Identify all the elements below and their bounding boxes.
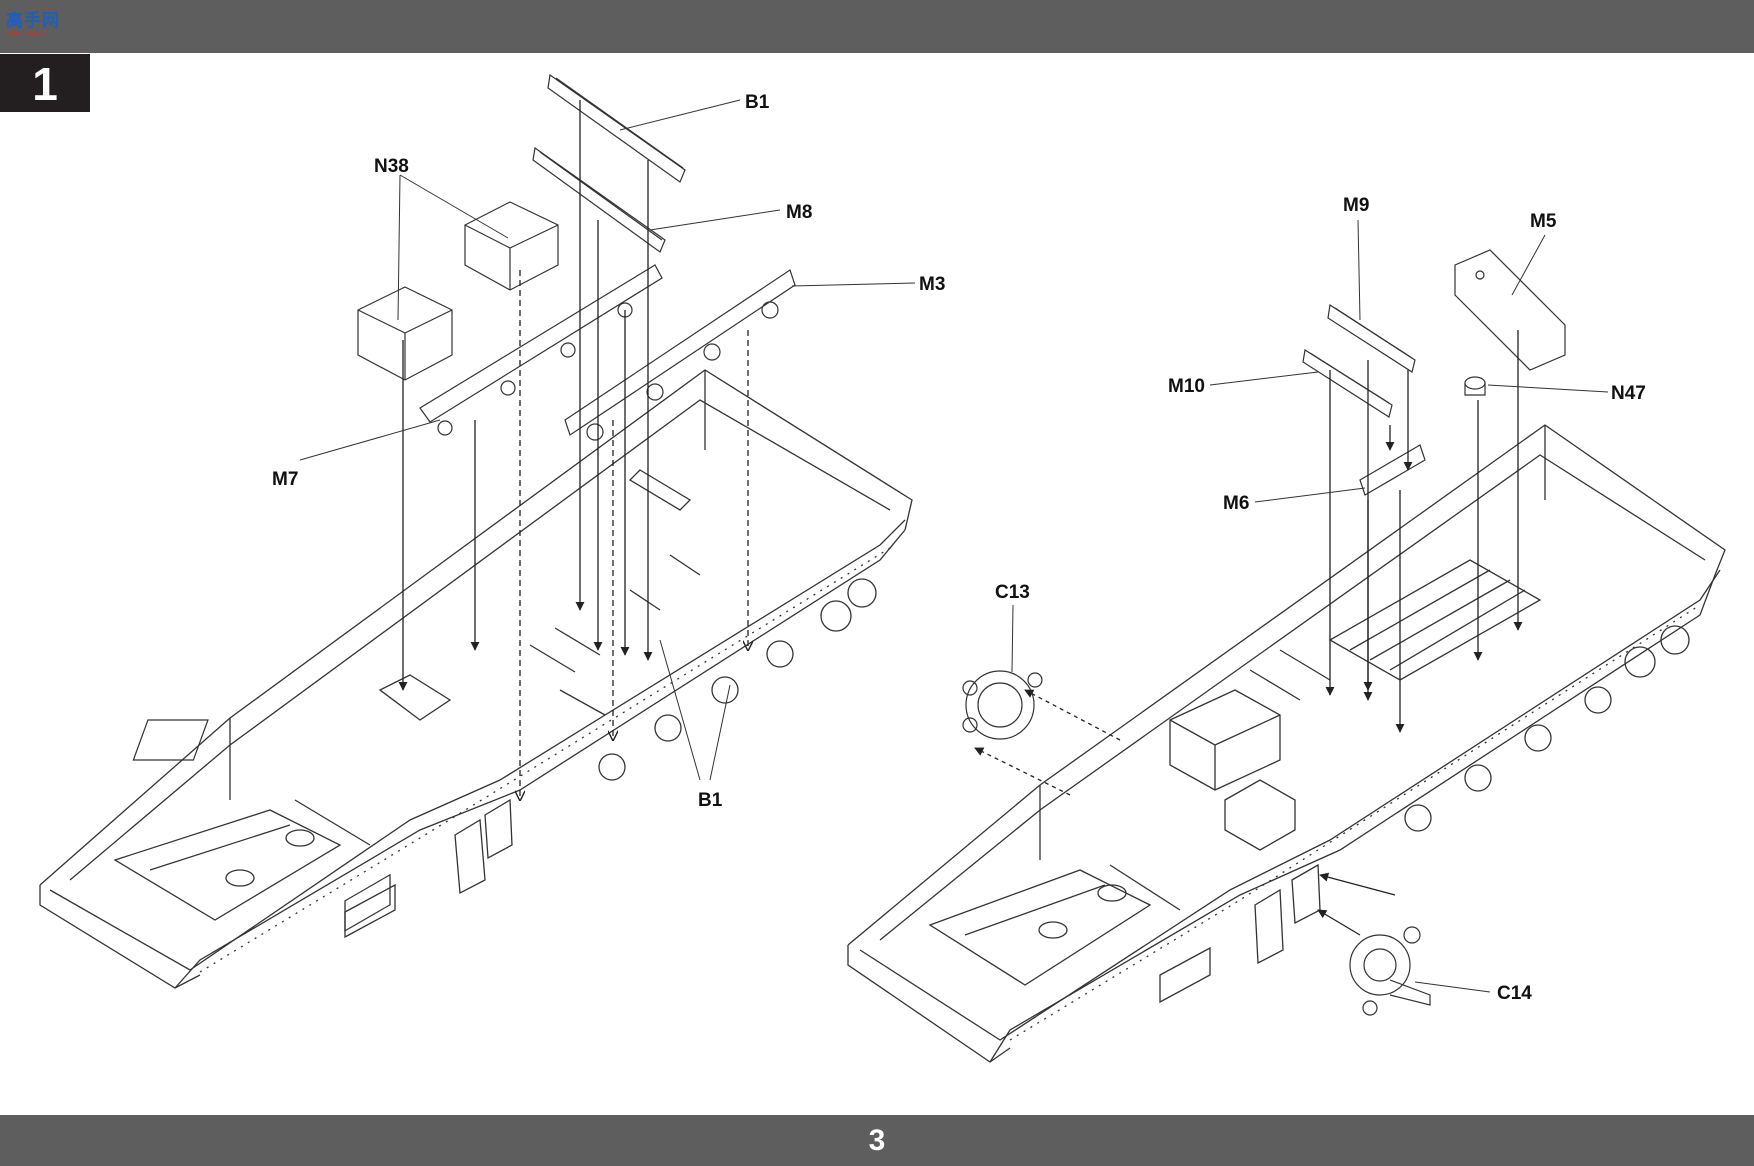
right-leaders xyxy=(1011,219,1609,993)
logo-text: 高手网 xyxy=(6,11,60,31)
label-m7: M7 xyxy=(272,469,298,490)
label-m6: M6 xyxy=(1223,493,1249,514)
bottom-bar: 3 xyxy=(0,1115,1754,1166)
logo-subtext: gaoshou.com xyxy=(8,30,49,37)
left-parts xyxy=(357,73,796,441)
left-hull xyxy=(39,369,913,989)
label-n47: N47 xyxy=(1611,383,1646,404)
label-b1-top: B1 xyxy=(745,92,770,113)
label-m8: M8 xyxy=(786,202,812,223)
label-m5: M5 xyxy=(1530,211,1557,232)
right-hull xyxy=(847,424,1726,1063)
label-c13: C13 xyxy=(995,582,1030,603)
left-leaders xyxy=(299,99,916,781)
label-n38: N38 xyxy=(374,156,409,177)
label-m3: M3 xyxy=(919,274,945,295)
left-arrows xyxy=(398,100,748,800)
step-number: 1 xyxy=(0,54,90,112)
label-m10: M10 xyxy=(1168,376,1205,397)
right-parts xyxy=(962,249,1566,1016)
label-b1-bottom: B1 xyxy=(698,790,723,811)
right-arrows xyxy=(974,330,1523,936)
label-m9: M9 xyxy=(1343,195,1369,216)
label-c14: C14 xyxy=(1497,983,1532,1004)
page-number: 3 xyxy=(868,1124,886,1157)
site-logo: 高手网 gaoshou.com xyxy=(6,6,70,40)
top-bar: 高手网 gaoshou.com xyxy=(0,0,1754,53)
